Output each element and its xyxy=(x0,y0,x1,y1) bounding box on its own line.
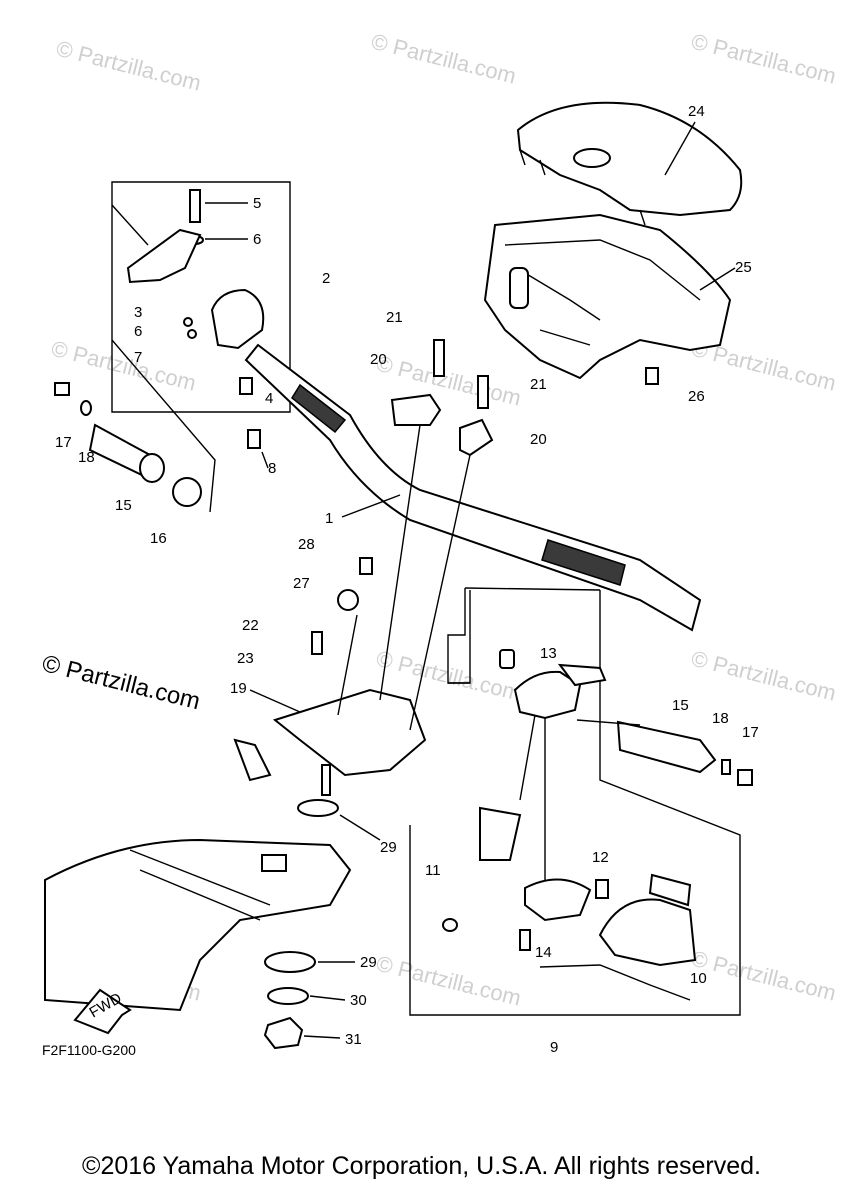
callout-5: 5 xyxy=(253,195,261,212)
handlebar-cover-bottom xyxy=(483,213,732,380)
callout-9: 9 xyxy=(550,1039,558,1056)
watermark: © Partzilla.com xyxy=(54,36,204,96)
mount-hardware xyxy=(263,951,316,1050)
watermark: © Partzilla.com xyxy=(374,951,524,1011)
callout-25: 25 xyxy=(735,259,752,276)
callout-31: 31 xyxy=(345,1031,362,1048)
callout-6a: 6 xyxy=(253,231,261,248)
callout-1: 1 xyxy=(325,510,333,527)
callout-17-left: 17 xyxy=(55,434,72,451)
callout-8: 8 xyxy=(268,460,276,477)
callout-29b: 29 xyxy=(360,954,377,971)
group-box-9-top xyxy=(448,587,601,684)
callout-2: 2 xyxy=(322,270,330,287)
watermark: © Partzilla.com xyxy=(689,946,839,1006)
callout-17-right: 17 xyxy=(742,724,759,741)
callout-15-left: 15 xyxy=(115,497,132,514)
group-box-2-leader xyxy=(111,204,216,513)
callout-3: 3 xyxy=(134,304,142,321)
handlebar-clamps xyxy=(390,339,494,457)
watermark: © Partzilla.com xyxy=(369,29,519,89)
callout-26: 26 xyxy=(688,388,705,405)
right-leaders xyxy=(519,714,641,880)
diagram-code: F2F1100-G200 xyxy=(42,1042,136,1058)
callout-28: 28 xyxy=(298,536,315,553)
left-grip xyxy=(54,382,202,507)
callout-10: 10 xyxy=(690,970,707,987)
clamp-leaders xyxy=(337,424,471,731)
handlebar xyxy=(244,343,702,632)
callout-7: 7 xyxy=(134,349,142,366)
steering-mount xyxy=(233,557,427,817)
callout-15-right: 15 xyxy=(672,697,689,714)
callout-20a: 20 xyxy=(370,351,387,368)
callout-13: 13 xyxy=(540,645,557,662)
handlebar-cover-top xyxy=(516,101,743,226)
callout-18-left: 18 xyxy=(78,449,95,466)
callout-21b: 21 xyxy=(530,376,547,393)
callout-12: 12 xyxy=(592,849,609,866)
callout-23: 23 xyxy=(237,650,254,667)
callout-24: 24 xyxy=(688,103,705,120)
callout-14: 14 xyxy=(535,944,552,961)
callout-11: 11 xyxy=(425,862,441,879)
watermark: © Partzilla.com xyxy=(689,29,839,89)
watermark: © Partzilla.com xyxy=(689,646,839,706)
callout-27: 27 xyxy=(293,575,310,592)
watermark: © Partzilla.com xyxy=(49,336,199,396)
callout-29a: 29 xyxy=(380,839,397,856)
callout-6b: 6 xyxy=(134,323,142,340)
callout-21a: 21 xyxy=(386,309,403,326)
callout-22: 22 xyxy=(242,617,259,634)
callout-20b: 20 xyxy=(530,431,547,448)
hull-section xyxy=(44,838,352,1012)
right-switch-parts xyxy=(442,649,753,1001)
callout-18-right: 18 xyxy=(712,710,729,727)
left-switch-parts xyxy=(126,189,265,449)
callout-16: 16 xyxy=(150,530,167,547)
callout-4: 4 xyxy=(265,390,273,407)
group-box-2 xyxy=(111,181,291,413)
copyright-notice: ©2016 Yamaha Motor Corporation, U.S.A. A… xyxy=(82,1152,761,1180)
callouts: 1 2 3 4 5 6 6 7 8 9 10 11 12 13 14 15 15… xyxy=(55,103,759,1056)
callout-30: 30 xyxy=(350,992,367,1009)
group-box-9 xyxy=(409,588,741,1016)
callout-19: 19 xyxy=(230,680,247,697)
